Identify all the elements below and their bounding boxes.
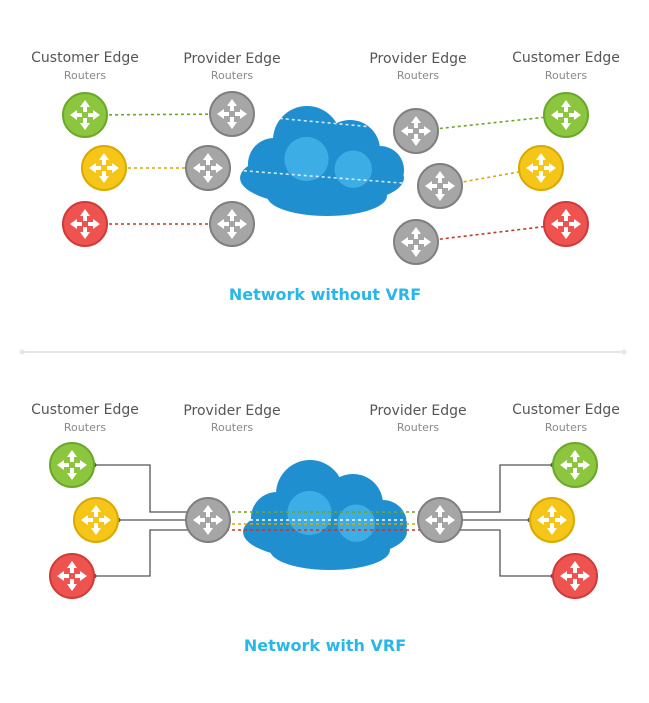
subheader-routers: Routers [64, 421, 106, 434]
router-provider-right[interactable] [417, 497, 463, 543]
caption-network-with-vrf: Network with VRF [244, 636, 406, 655]
section-without-vrf: Customer Edge Routers Provider Edge Rout… [31, 50, 620, 304]
subheader-routers: Routers [211, 69, 253, 82]
cloud-icon [243, 460, 407, 570]
router-red-right[interactable] [552, 553, 598, 599]
router-provider-left-3[interactable] [209, 201, 255, 247]
link-green [84, 113, 567, 132]
subheader-routers: Routers [397, 421, 439, 434]
subheader-routers: Routers [545, 421, 587, 434]
cloud-icon [240, 106, 404, 216]
header-provider-edge-left: Provider Edge [183, 403, 280, 419]
router-provider-right-1[interactable] [393, 108, 439, 154]
router-green-left[interactable] [62, 92, 108, 138]
header-provider-edge-left: Provider Edge [183, 51, 280, 67]
router-provider-left-2[interactable] [185, 145, 231, 191]
subheader-routers: Routers [211, 421, 253, 434]
header-customer-edge-left: Customer Edge [31, 50, 139, 66]
divider-end-dot [19, 349, 25, 355]
router-green-right[interactable] [543, 92, 589, 138]
router-provider-left[interactable] [185, 497, 231, 543]
wire-connections [94, 464, 553, 577]
header-provider-edge-right: Provider Edge [369, 51, 466, 67]
section-with-vrf: Customer Edge Routers Provider Edge Rout… [31, 402, 620, 655]
caption-network-without-vrf: Network without VRF [229, 285, 421, 304]
subheader-routers: Routers [397, 69, 439, 82]
divider-end-dot [621, 349, 627, 355]
router-yellow-left[interactable] [73, 497, 119, 543]
router-red-left[interactable] [62, 201, 108, 247]
vrf-tunnels [220, 511, 430, 531]
router-provider-left-1[interactable] [209, 91, 255, 137]
router-yellow-right[interactable] [518, 145, 564, 191]
router-provider-right-3[interactable] [393, 219, 439, 265]
header-customer-edge-left: Customer Edge [31, 402, 139, 418]
subheader-routers: Routers [545, 69, 587, 82]
router-green-right[interactable] [552, 442, 598, 488]
subheader-routers: Routers [64, 69, 106, 82]
header-customer-edge-right: Customer Edge [512, 50, 620, 66]
router-provider-right-2[interactable] [417, 163, 463, 209]
router-green-left[interactable] [49, 442, 95, 488]
router-red-left[interactable] [49, 553, 95, 599]
router-red-right[interactable] [543, 201, 589, 247]
router-yellow-left[interactable] [81, 145, 127, 191]
header-provider-edge-right: Provider Edge [369, 403, 466, 419]
link-red [85, 223, 567, 243]
router-yellow-right[interactable] [529, 497, 575, 543]
header-customer-edge-right: Customer Edge [512, 402, 620, 418]
